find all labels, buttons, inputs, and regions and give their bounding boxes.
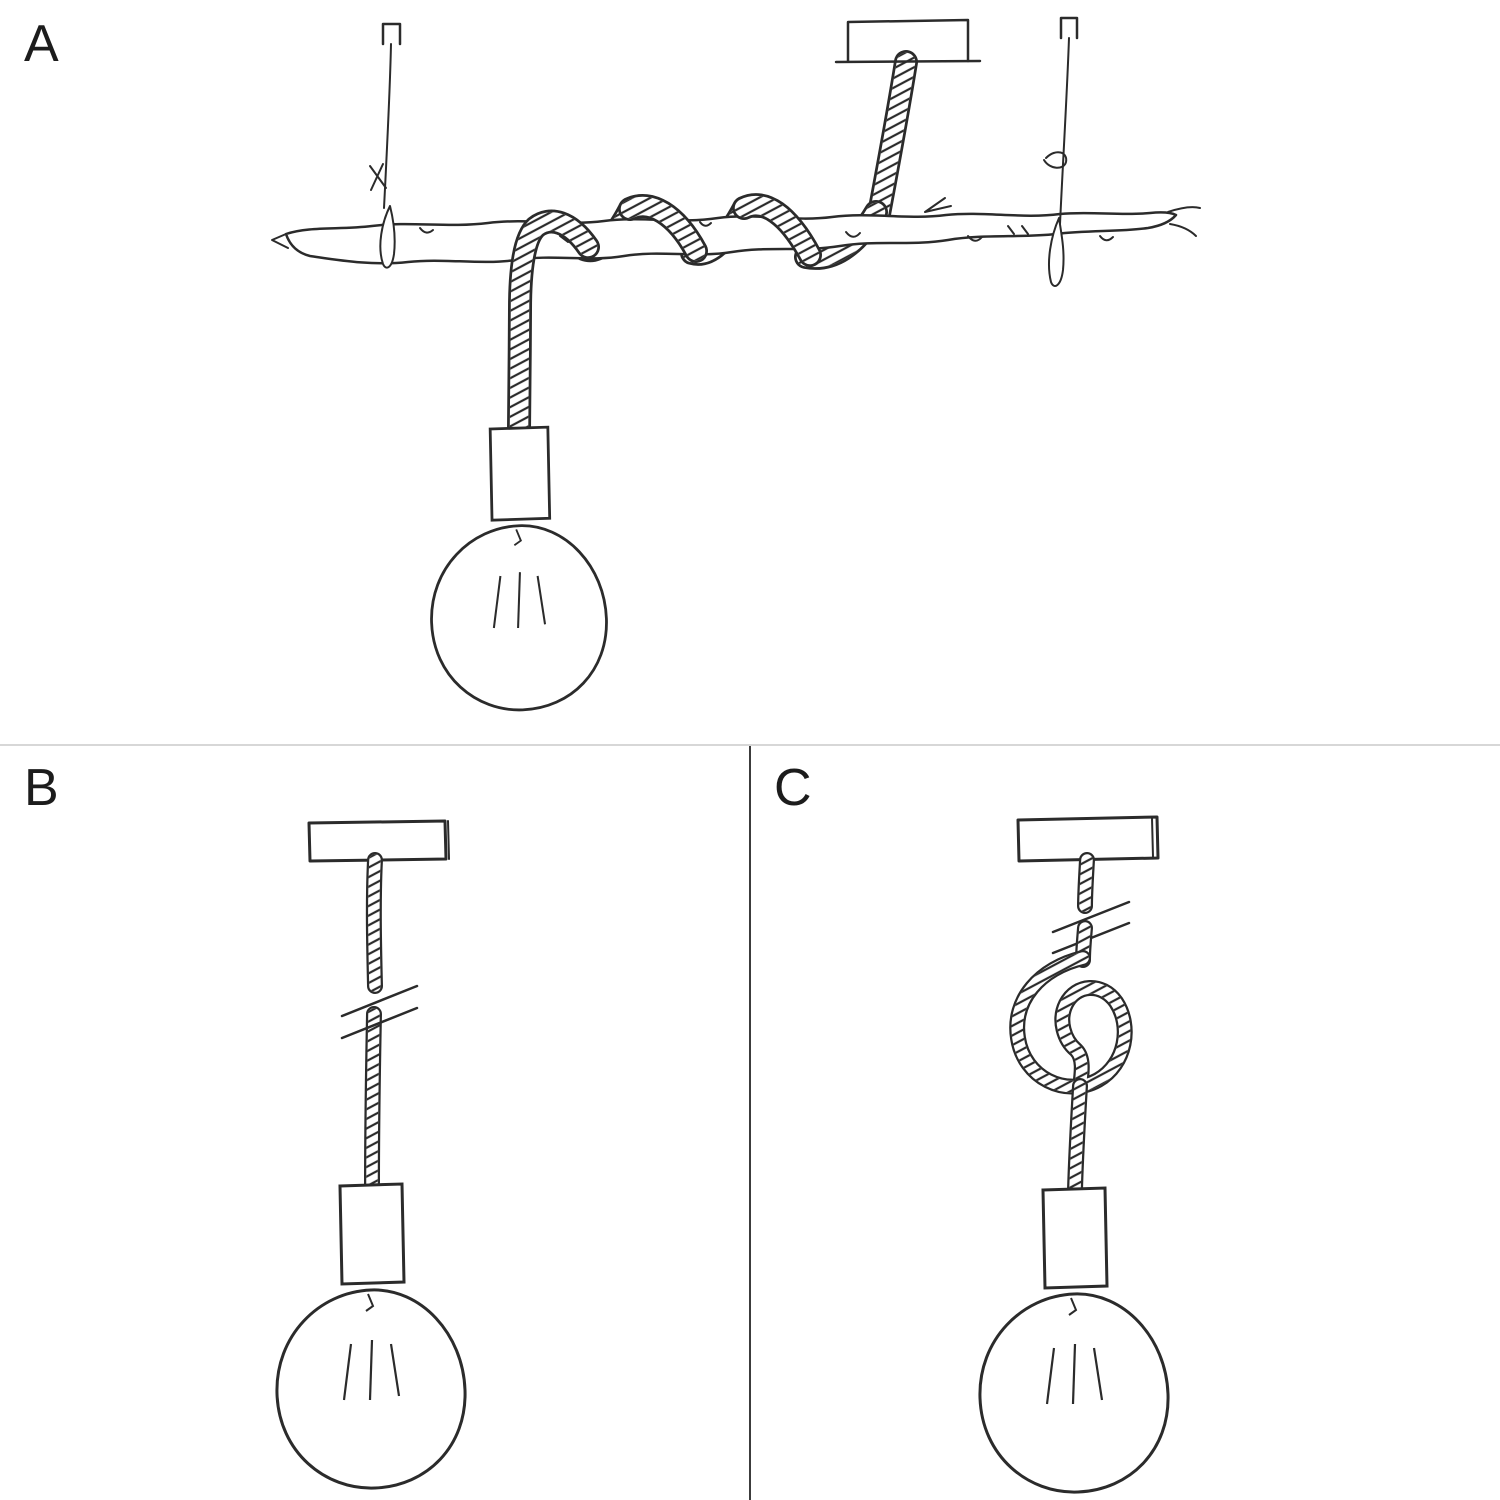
branch-fork-right bbox=[1167, 206, 1201, 237]
panel-divider-vertical bbox=[749, 746, 751, 1500]
suspension-wire-right bbox=[1043, 37, 1070, 287]
ceiling-rose bbox=[1016, 815, 1160, 863]
wire-loop-around-branch bbox=[1048, 217, 1065, 287]
branch-end-notch bbox=[271, 233, 289, 249]
ceiling-rose bbox=[307, 819, 450, 863]
branch-bark-mark bbox=[845, 231, 861, 238]
panel-c-sketch bbox=[978, 815, 1170, 1494]
branch-twig bbox=[924, 197, 952, 213]
branch-bark-mark bbox=[559, 235, 569, 243]
ceiling-hook-left bbox=[381, 22, 402, 46]
wire-loop-around-branch bbox=[379, 205, 396, 269]
wire-flick bbox=[369, 163, 387, 191]
bulb-and-socket-a bbox=[430, 425, 608, 712]
panel-label-b: B bbox=[24, 759, 60, 817]
branch-bark-mark bbox=[419, 227, 434, 234]
ceiling-hook-right bbox=[1059, 16, 1079, 40]
ceiling-mount-center bbox=[834, 18, 982, 64]
panel-label-c: C bbox=[774, 759, 813, 817]
rope-break-mark bbox=[340, 984, 419, 1040]
rope-upper-segment bbox=[374, 860, 375, 986]
bulb-and-socket-b bbox=[275, 1182, 467, 1490]
rope-knot-loop bbox=[1017, 958, 1125, 1088]
tree-branch bbox=[271, 197, 1201, 265]
wire-knot-squiggle bbox=[1043, 151, 1068, 169]
panel-b-sketch bbox=[275, 819, 467, 1490]
branch-body bbox=[284, 211, 1178, 265]
rope-upper-segment bbox=[1085, 860, 1087, 906]
rope-lower-segment bbox=[372, 1014, 374, 1186]
wire-line bbox=[1059, 37, 1070, 225]
wire-line bbox=[383, 43, 392, 209]
panel-a-sketch bbox=[271, 16, 1201, 712]
rope-lower-segment bbox=[1075, 1086, 1080, 1190]
suspension-rope-center bbox=[879, 62, 906, 214]
branch-bark-mark bbox=[1007, 225, 1029, 235]
branch-bark-mark bbox=[1099, 235, 1114, 242]
suspension-wire-left bbox=[369, 43, 396, 269]
branch-bark-mark bbox=[967, 235, 983, 242]
panel-label-a: A bbox=[24, 15, 60, 73]
branch-bark-mark bbox=[699, 221, 712, 227]
panel-divider-horizontal bbox=[0, 744, 1500, 746]
bulb-and-socket-c bbox=[978, 1186, 1170, 1494]
